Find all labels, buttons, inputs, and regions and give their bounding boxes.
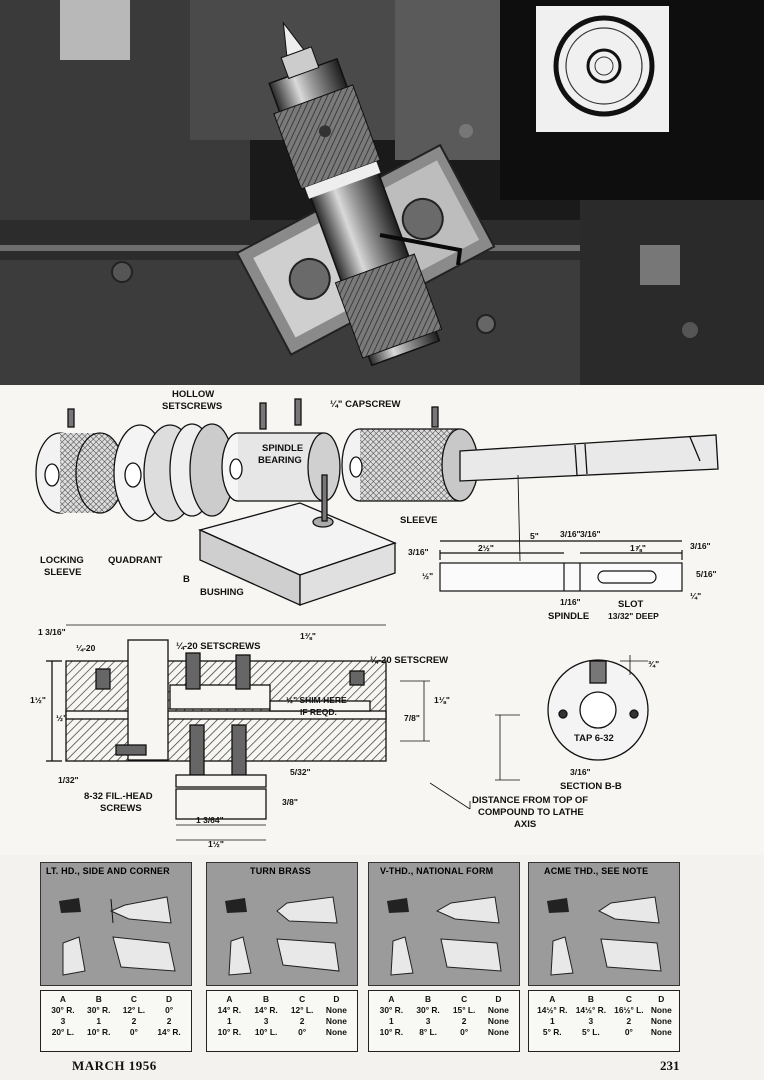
label-b: B bbox=[183, 574, 190, 585]
dim-half-s: ½" bbox=[56, 713, 67, 723]
panel-title: TURN BRASS bbox=[250, 866, 312, 876]
dim-7-8: 7/8" bbox=[404, 713, 420, 723]
dim-1-16: 1/16" bbox=[560, 597, 581, 607]
panel-v-thd-image bbox=[368, 862, 520, 986]
sectional-view bbox=[46, 624, 430, 841]
label-capscrew: ¼" CAPSCREW bbox=[330, 399, 401, 410]
label-spindle-bearing-2: BEARING bbox=[258, 455, 302, 466]
dim-1-1-8: 1⅛" bbox=[434, 695, 450, 705]
dim-3-16-c: 3/16" bbox=[408, 547, 429, 557]
dim-1-3-16: 1 3/16" bbox=[38, 627, 66, 637]
dim-1-7-8: 1⅞" bbox=[630, 543, 646, 553]
label-slot: SLOT bbox=[618, 599, 644, 610]
page-number: 231 bbox=[660, 1058, 680, 1073]
label-distance-3: AXIS bbox=[514, 819, 536, 830]
label-sleeve: SLEEVE bbox=[400, 515, 438, 526]
panel-title: LT. HD., SIDE AND CORNER bbox=[46, 866, 170, 876]
label-distance-1: DISTANCE FROM TOP OF bbox=[472, 795, 588, 806]
label-fil-head-1: 8-32 FIL.-HEAD bbox=[84, 791, 153, 802]
label-spindle-bearing-1: SPINDLE bbox=[262, 443, 303, 454]
dim-half: ½" bbox=[422, 571, 433, 581]
dim-3-8: 3/8" bbox=[282, 797, 298, 807]
tool-holder-photograph bbox=[0, 0, 764, 385]
dim-1-3-64: 1 3/64" bbox=[196, 815, 224, 825]
panel-lt-hd-image bbox=[40, 862, 192, 986]
label-spindle: SPINDLE bbox=[548, 611, 589, 622]
dim-1-half-b: 1½" bbox=[208, 839, 224, 849]
label-hollow-setscrews-1: HOLLOW bbox=[172, 389, 214, 400]
label-locking-sleeve-2: SLEEVE bbox=[44, 567, 82, 578]
technical-drawing: HOLLOW SETSCREWS ¼" CAPSCREW SPINDLE BEA… bbox=[0, 385, 764, 855]
label-fil-head-2: SCREWS bbox=[100, 803, 142, 814]
section-labels: ¼-20 ¼-20 SETSCREWS ¼-20 SETSCREW ½" SHI… bbox=[30, 627, 659, 849]
label-slot-deep: 13/32" DEEP bbox=[608, 611, 659, 621]
dim-quarter: ¼" bbox=[690, 591, 701, 601]
dim-3-4: ¾" bbox=[648, 659, 659, 669]
dim-1-3-8: 1⅜" bbox=[300, 631, 316, 641]
issue-date: MARCH 1956 bbox=[72, 1058, 157, 1073]
dim-1-half: 1½" bbox=[30, 695, 46, 705]
dim-5-32: 5/32" bbox=[290, 767, 311, 777]
label-bushing: BUSHING bbox=[200, 587, 244, 598]
panel-turn-brass-image bbox=[206, 862, 358, 986]
label-shim-1: ½" SHIM HERE bbox=[286, 695, 347, 705]
label-section-bb: SECTION B-B bbox=[560, 781, 622, 792]
panel-acme-thd-image bbox=[528, 862, 680, 986]
panel-title: V-THD., NATIONAL FORM bbox=[380, 866, 494, 876]
dim-3-16-b: 3/16" bbox=[580, 529, 601, 539]
label-setscrew-1420: ¼-20 SETSCREW bbox=[370, 655, 448, 666]
label-shim-2: IF REQD. bbox=[300, 707, 337, 717]
dim-1-32: 1/32" bbox=[58, 775, 79, 785]
label-1420-a: ¼-20 bbox=[76, 643, 96, 653]
dim-3-16-s: 3/16" bbox=[570, 767, 591, 777]
exploded-labels: HOLLOW SETSCREWS ¼" CAPSCREW SPINDLE BEA… bbox=[40, 389, 717, 622]
dim-2-half: 2½" bbox=[478, 543, 494, 553]
dim-5-16: 5/16" bbox=[696, 569, 717, 579]
spindle-detail bbox=[439, 474, 683, 592]
dim-3-16-d: 3/16" bbox=[690, 541, 711, 551]
label-setscrews-1420: ¼-20 SETSCREWS bbox=[176, 641, 260, 652]
label-hollow-setscrews-2: SETSCREWS bbox=[162, 401, 222, 412]
dim-5: 5" bbox=[530, 531, 539, 541]
exploded-view bbox=[35, 398, 719, 607]
label-distance-2: COMPOUND TO LATHE bbox=[478, 807, 584, 818]
panel-title: ACME THD., SEE NOTE bbox=[544, 866, 649, 876]
section-b-b bbox=[429, 655, 649, 810]
label-quadrant: QUADRANT bbox=[108, 555, 163, 566]
dim-3-16-a: 3/16" bbox=[560, 529, 581, 539]
label-locking-sleeve-1: LOCKING bbox=[40, 555, 84, 566]
label-tap: TAP 6-32 bbox=[574, 733, 614, 744]
